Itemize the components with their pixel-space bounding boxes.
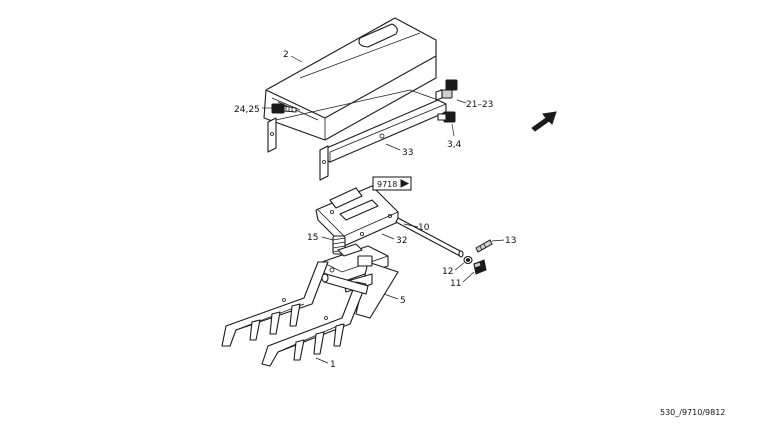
callout-12: 12 <box>442 267 453 277</box>
bolt-left-part <box>271 103 297 114</box>
callout-33: 33 <box>402 148 413 158</box>
bolt-right-lower-part <box>437 111 456 123</box>
drawing-number: 530_/9710/9812 <box>660 408 725 417</box>
hinge-plate-part <box>315 185 399 247</box>
play-triangle-icon <box>400 179 410 188</box>
nut-block-part <box>473 259 487 275</box>
reference-box-label: 9718 <box>377 180 397 189</box>
callout-21-23: 21–23 <box>466 100 493 110</box>
fork-assembly-part <box>221 261 369 367</box>
callout-5: 5 <box>400 296 406 306</box>
callout-24-25: 24,25 <box>234 105 260 115</box>
callout-13: 13 <box>505 236 516 246</box>
rod-part <box>395 217 464 258</box>
callout-15: 15 <box>307 233 318 243</box>
reference-box-9718[interactable]: 9718 <box>372 176 412 191</box>
callout-1: 1 <box>330 360 336 370</box>
leader-lines <box>262 55 505 364</box>
hood-cover-part <box>263 17 437 141</box>
callout-2: 2 <box>283 50 289 60</box>
callout-3-4: 3,4 <box>447 140 462 150</box>
callout-11: 11 <box>450 279 461 289</box>
callout-32: 32 <box>396 236 407 246</box>
washer-part <box>463 255 473 265</box>
pin-part <box>475 239 493 253</box>
direction-arrow-icon <box>531 111 557 132</box>
callout-10: 10 <box>418 223 430 233</box>
base-bracket-part <box>267 89 447 181</box>
bolt-right-upper-part <box>435 79 458 101</box>
